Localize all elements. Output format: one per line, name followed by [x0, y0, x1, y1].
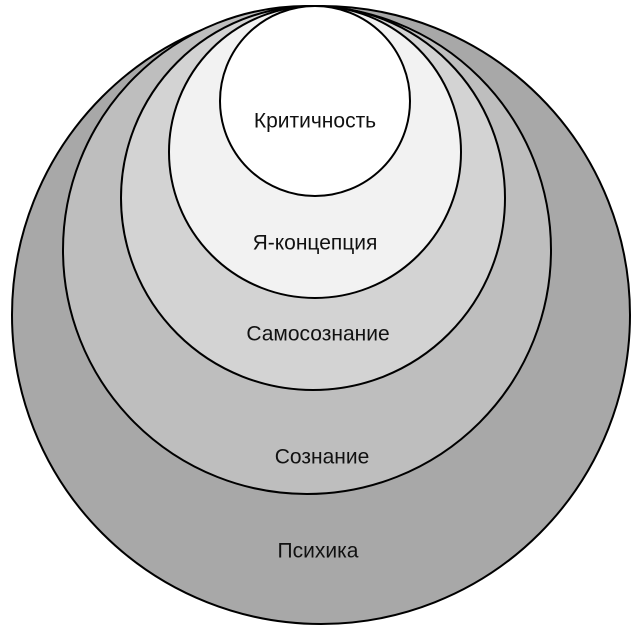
layer-label-psyche: Психика — [278, 540, 359, 563]
layer-circle-criticality — [220, 6, 410, 196]
layer-label-self-awareness: Самосознание — [246, 323, 389, 346]
layer-label-self-concept: Я-концепция — [253, 232, 378, 255]
layer-label-criticality: Критичность — [254, 110, 376, 133]
layer-label-consciousness: Сознание — [275, 446, 370, 469]
